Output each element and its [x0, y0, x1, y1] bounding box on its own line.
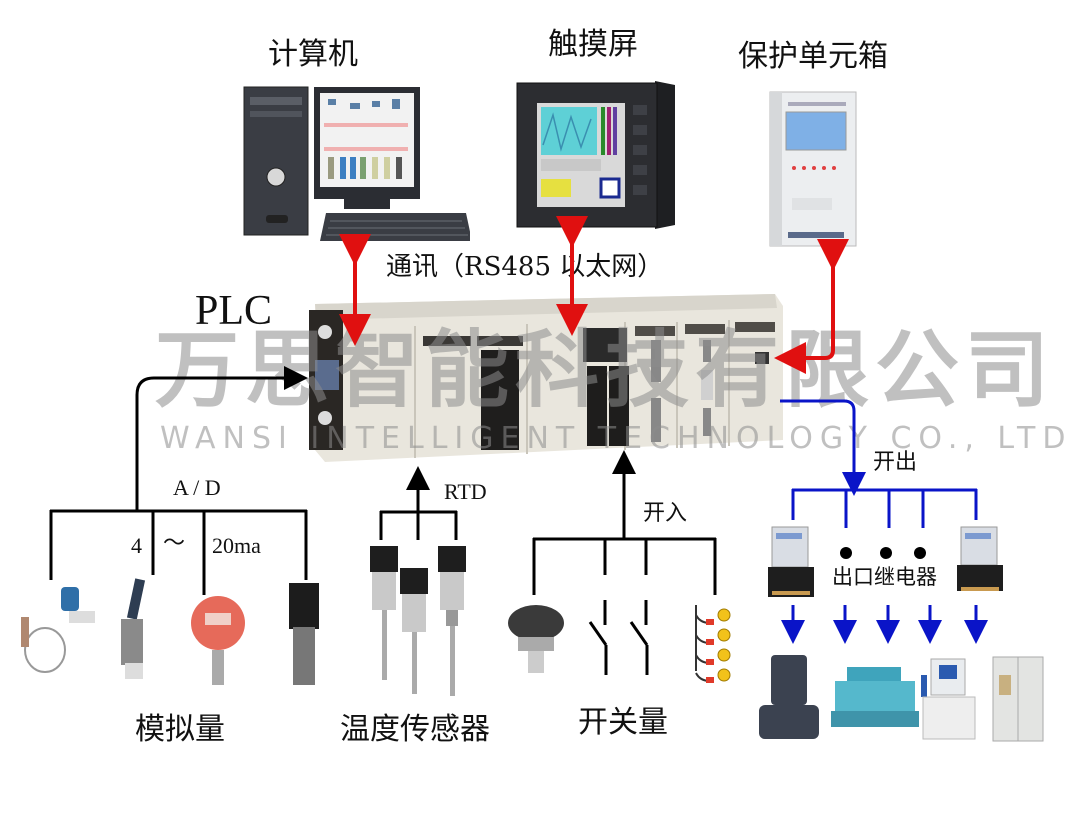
- plc-rack: [305, 290, 785, 465]
- range-start-label: 4: [131, 533, 142, 558]
- analog-bus: [49, 509, 308, 595]
- touchscreen-device: [515, 75, 685, 235]
- plc-label: PLC: [195, 288, 273, 334]
- switch-symbols: [588, 600, 649, 675]
- switch-input-devices: [500, 595, 740, 695]
- switch-input-label: 开入: [643, 501, 688, 526]
- relay-icon: [957, 526, 1003, 591]
- protection-plc-arrow: [774, 239, 849, 374]
- computer-label: 计算机: [268, 37, 358, 72]
- protection-unit-label: 保护单元箱: [738, 39, 888, 74]
- rtd-label: RTD: [444, 479, 487, 504]
- analog-sensors: [15, 575, 320, 705]
- relay-icon: [768, 526, 814, 597]
- output-equipment: [755, 645, 1055, 745]
- temperature-group-label: 温度传感器: [340, 712, 490, 747]
- temperature-sensors-icon: [370, 546, 466, 696]
- touchscreen-label: 触摸屏: [548, 27, 638, 62]
- switch-input-bus: [532, 537, 717, 595]
- relay-label: 出口继电器: [832, 565, 937, 589]
- analog-input-line: [135, 366, 308, 510]
- switch-group-label: 开关量: [578, 705, 668, 740]
- range-end-label: 20ma: [212, 533, 261, 558]
- touchscreen-icon: [516, 81, 675, 229]
- rtd-bus: [379, 510, 458, 540]
- relay-left: [766, 525, 816, 600]
- communication-label: 通讯（RS485 以太网）: [386, 252, 664, 282]
- switch-output-bus: [791, 488, 978, 528]
- switch-devices-icon: [508, 605, 731, 683]
- range-separator-label: ～: [163, 531, 186, 556]
- relay-dots: [840, 547, 926, 559]
- plc-icon: [309, 294, 783, 462]
- switch-output-label: 开出: [873, 450, 918, 475]
- output-arrows: [781, 605, 988, 644]
- relay-right: [955, 525, 1005, 595]
- ad-label: A / D: [173, 475, 221, 500]
- switch-output-line: [780, 399, 866, 496]
- temperature-sensors: [362, 540, 477, 700]
- output-equipment-icon: [759, 655, 1044, 742]
- analog-group-label: 模拟量: [135, 712, 225, 747]
- analog-sensors-icon: [21, 578, 319, 685]
